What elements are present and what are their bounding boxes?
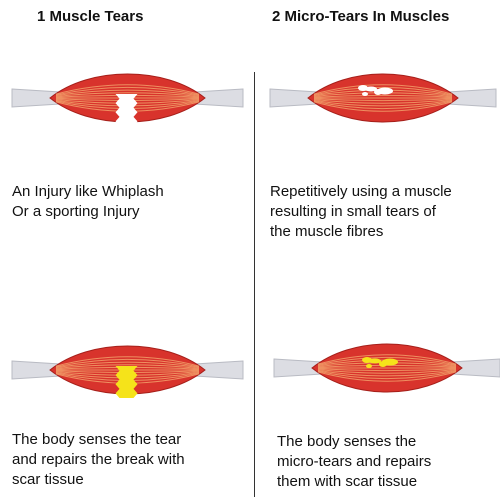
micro-tear — [377, 87, 393, 95]
caption-line: The body senses the — [277, 433, 417, 450]
caption-line: An Injury like Whiplash — [12, 183, 164, 200]
muscle-tear-gap — [115, 94, 138, 126]
muscle-fibre — [55, 84, 200, 95]
muscle-fibre — [313, 98, 453, 102]
muscle-fibre — [313, 99, 453, 107]
caption-line: scar tissue — [12, 471, 84, 488]
muscle-large-tear-illustration — [11, 73, 244, 126]
scar-tissue — [115, 366, 138, 398]
muscle-fibre — [55, 364, 200, 369]
micro-scar — [366, 364, 372, 368]
muscle-fibre — [313, 99, 453, 104]
micro-tear — [365, 86, 377, 92]
muscle-micro-tears-illustration — [269, 73, 497, 123]
caption-line: and repairs the break with — [12, 451, 185, 468]
panel-title-muscle-tears: 1 Muscle Tears — [37, 8, 144, 25]
caption-line: micro-tears and repairs — [277, 453, 432, 470]
muscle-scar-repair-illustration — [11, 345, 244, 398]
muscle-fibre — [317, 368, 457, 372]
muscle-fibre — [55, 86, 200, 96]
muscle-fibre — [317, 369, 457, 377]
muscle-fibre — [313, 86, 453, 96]
caption-line: Or a sporting Injury — [12, 203, 140, 220]
muscle-fibre — [55, 92, 200, 97]
micro-scar — [369, 358, 381, 364]
muscle-fibre — [317, 354, 457, 365]
muscle-fibre — [313, 84, 453, 95]
micro-scar — [382, 358, 398, 366]
caption-line: resulting in small tears of — [270, 203, 436, 220]
caption-line: Repetitively using a muscle — [270, 183, 452, 200]
muscle-fibre — [55, 89, 200, 97]
caption-line: the muscle fibres — [270, 223, 384, 240]
muscle-fibre — [317, 371, 457, 382]
muscle-fibre — [317, 364, 457, 368]
caption-line: The body senses the tear — [12, 431, 182, 448]
muscle-micro-scar-repair-illustration — [273, 343, 500, 393]
muscle-fibre — [317, 356, 457, 366]
caption-micro-tear-repair: The body senses the micro-tears and repa… — [277, 432, 500, 492]
caption-micro-tears: Repetitively using a muscle resulting in… — [270, 182, 500, 242]
panel-divider — [254, 72, 255, 497]
micro-tear — [362, 92, 368, 96]
muscle-fibre — [317, 369, 457, 374]
panel-title-micro-tears: 2 Micro-Tears In Muscles — [272, 8, 450, 25]
caption-line: them with scar tissue — [277, 473, 418, 490]
caption-tear-repair: The body senses the tear and repairs the… — [12, 430, 247, 490]
muscle-fibre — [55, 356, 200, 367]
muscle-fibre — [317, 370, 457, 380]
muscle-fibre — [313, 101, 453, 112]
caption-muscle-tear: An Injury like Whiplash Or a sporting In… — [12, 182, 247, 222]
muscle-fibre — [313, 94, 453, 98]
muscle-fibre — [313, 100, 453, 110]
muscle-fibre — [55, 361, 200, 369]
muscle-fibre — [55, 358, 200, 368]
